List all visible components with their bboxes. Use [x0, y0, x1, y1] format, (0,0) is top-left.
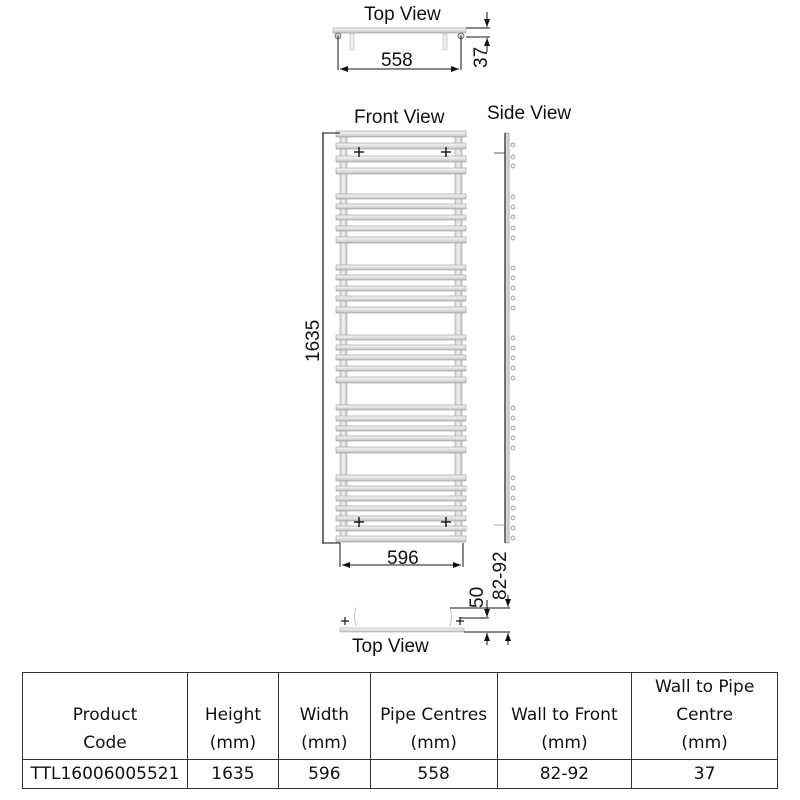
cell-wall-to-pipe-centre: 37 [631, 759, 778, 789]
cell-product-code: TTL16006005521 [22, 759, 188, 789]
table-header-row: Product Code Height (mm) Width (mm) Pipe… [22, 672, 778, 760]
cell-pipe-centres: 558 [369, 759, 498, 789]
top-view-upper-drawing [332, 12, 490, 72]
header-width: Width (mm) [277, 672, 371, 760]
front-view-drawing [322, 130, 467, 568]
header-product-code: Product Code [22, 672, 188, 760]
wall-to-pipe-dimension-label: 37 [471, 46, 492, 68]
cell-wall-to-front: 82-92 [496, 759, 633, 789]
side-view-label: Side View [487, 103, 572, 124]
wall-to-front-dimension-label: 82-92 [490, 551, 511, 600]
height-dimension-label: 1635 [303, 319, 324, 362]
front-view-label: Front View [354, 107, 445, 128]
wall-to-pipe-lower-dimension-label: 50 [467, 586, 488, 608]
cell-width: 596 [277, 759, 371, 789]
cell-height: 1635 [186, 759, 279, 789]
pipe-centres-dimension-label: 558 [381, 50, 413, 71]
header-wall-to-front: Wall to Front (mm) [496, 672, 633, 760]
side-view-drawing [494, 132, 516, 544]
top-view-upper-label: Top View [364, 4, 441, 25]
width-dimension-label: 596 [387, 548, 419, 569]
table-row: TTL16006005521 1635 596 558 82-92 37 [22, 759, 778, 789]
top-view-lower-label: Top View [352, 636, 429, 657]
header-wall-to-pipe-centre: Wall to Pipe Centre (mm) [631, 672, 778, 760]
specification-table: Product Code Height (mm) Width (mm) Pipe… [22, 672, 778, 789]
header-pipe-centres: Pipe Centres (mm) [369, 672, 498, 760]
header-height: Height (mm) [186, 672, 279, 760]
top-view-lower-drawing [339, 595, 511, 645]
drawing-lines [322, 12, 516, 645]
